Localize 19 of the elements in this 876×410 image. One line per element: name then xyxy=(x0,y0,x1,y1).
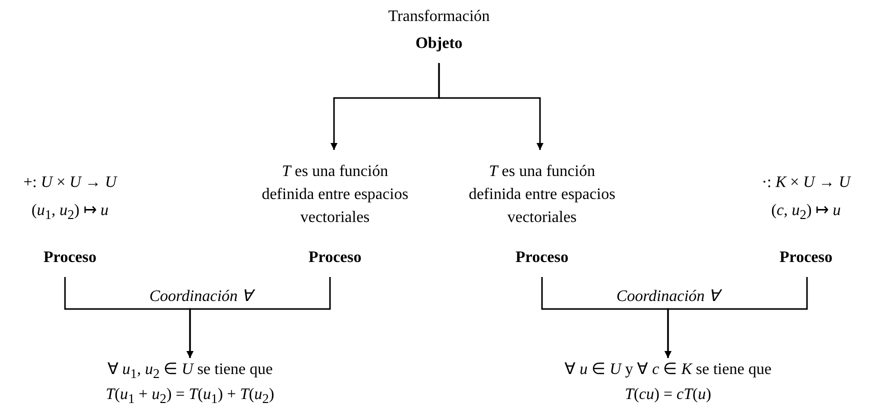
arrow xyxy=(186,277,331,358)
formula-text: T(u$_{1}$ + u$_{2}$) = T(u$_{1}$) + T(u$_{2}$) xyxy=(104,385,276,408)
arrow xyxy=(664,277,808,358)
node-text: T es una función definida entre espacios vectoriales xyxy=(468,162,616,228)
heading-text: Proceso xyxy=(42,248,98,268)
formula-text: (u$_{1}$, u$_{2}$) ↦ u xyxy=(30,201,110,224)
formula-text: ∀ u ∈ U y ∀ c ∈ K se tiene que xyxy=(564,360,772,380)
heading-text: Proceso xyxy=(514,248,570,268)
heading-text: Objeto xyxy=(414,34,464,54)
formula-text: ∀ u$_{1}$, u$_{2}$ ∈ U se tiene que xyxy=(106,360,274,384)
formula-text: T(cu) = cT(u) xyxy=(624,385,712,405)
arrow xyxy=(438,63,544,150)
heading-text: Proceso xyxy=(307,248,362,268)
heading-text: Proceso xyxy=(778,248,834,268)
formula-text: +: U × U → U xyxy=(22,173,118,193)
formula-text: (c, u$_{2}$) ↦ u xyxy=(770,201,842,224)
node-text: T es una función definida entre espacios vectoriales xyxy=(260,162,410,228)
formula-text: Transformación xyxy=(387,7,491,27)
formula-text: ·: K × U → U xyxy=(760,173,852,193)
